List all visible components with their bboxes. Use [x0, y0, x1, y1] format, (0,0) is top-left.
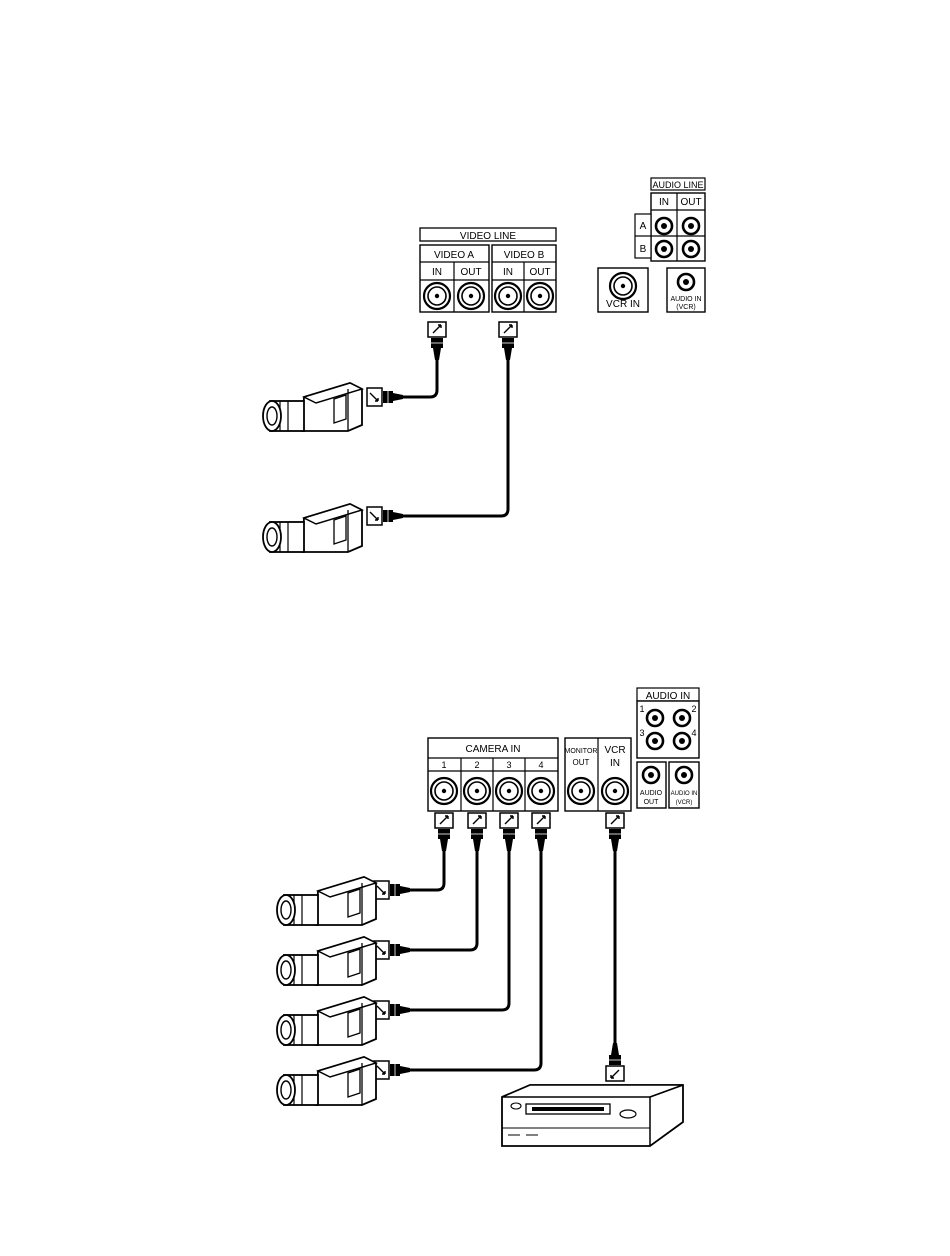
camera-5-plug — [374, 1001, 410, 1019]
video-line-panel: VIDEO LINE VIDEO A VIDEO B IN OUT IN OUT — [420, 228, 556, 312]
audio-in-1-label: 1 — [639, 704, 644, 714]
audio-b-in-jack — [656, 241, 672, 257]
cable-video-a — [403, 360, 437, 397]
audio-in-2-label: 2 — [691, 704, 696, 714]
audio-in-2-jack — [674, 710, 690, 726]
audio-in-4-jack — [674, 733, 690, 749]
video-b-in-jack — [495, 283, 521, 309]
audio-line-title: AUDIO LINE — [652, 180, 703, 190]
vcr-in-plug — [606, 813, 624, 851]
vcr-in-jack — [610, 273, 636, 299]
video-b-label: VIDEO B — [504, 250, 545, 261]
camera-6 — [277, 1057, 376, 1105]
video-b-out-label: OUT — [529, 267, 550, 278]
video-a-out-jack — [458, 283, 484, 309]
video-a-plug — [428, 322, 446, 360]
channel-3-label: 3 — [506, 760, 511, 770]
audio-in-3-label: 3 — [639, 728, 644, 738]
camera-2 — [263, 504, 362, 552]
monitor-out-label-1: MONITOR — [565, 748, 598, 755]
cable-camera-3 — [410, 851, 509, 1010]
vcr-in-label: VCR IN — [606, 299, 640, 310]
audio-line-out-label: OUT — [680, 197, 701, 208]
audio-in-4-label: 4 — [691, 728, 696, 738]
vcr-in-jack-bottom — [602, 778, 628, 804]
audio-in-1-jack — [647, 710, 663, 726]
audio-in-3-jack — [647, 733, 663, 749]
camera-2-plug — [367, 507, 403, 525]
audio-in-vcr-label-bottom-2: (VCR) — [676, 800, 693, 806]
camera-3 — [277, 877, 376, 925]
camera-5 — [277, 997, 376, 1045]
monitor-out-label-2: OUT — [573, 758, 590, 767]
camera-1-plug — [367, 388, 403, 406]
audio-in-vcr-label-1: AUDIO IN — [670, 296, 701, 303]
video-b-plug — [499, 322, 517, 360]
channel-4-label: 4 — [538, 760, 543, 770]
video-b-in-label: IN — [503, 267, 513, 278]
audio-out-jack — [643, 767, 659, 783]
audio-in-vcr-box-bottom: AUDIO IN (VCR) — [669, 762, 699, 808]
monitor-vcr-panel: MONITOR OUT VCR IN — [565, 738, 631, 811]
vcr-device — [502, 1085, 683, 1146]
camera-in-3-jack — [496, 778, 522, 804]
audio-in-vcr-jack — [678, 274, 694, 290]
audio-b-out-jack — [683, 241, 699, 257]
video-line-title: VIDEO LINE — [460, 231, 516, 242]
audio-line-in-label: IN — [659, 197, 669, 208]
vcr-in-box: VCR IN — [598, 268, 648, 312]
audio-in-panel: AUDIO IN 1 2 3 4 — [637, 688, 699, 758]
camera-in-2-plug — [468, 813, 486, 851]
vcr-in-label-1: VCR — [604, 745, 625, 756]
top-diagram: VIDEO LINE VIDEO A VIDEO B IN OUT IN OUT… — [263, 178, 705, 552]
camera-in-4-jack — [528, 778, 554, 804]
camera-4-plug — [374, 941, 410, 959]
vcr-plug — [606, 1043, 624, 1081]
camera-in-3-plug — [500, 813, 518, 851]
camera-4 — [277, 937, 376, 985]
camera-in-1-jack — [431, 778, 457, 804]
audio-line-panel: AUDIO LINE IN OUT A B — [635, 178, 705, 261]
channel-2-label: 2 — [474, 760, 479, 770]
audio-out-label-2: OUT — [644, 799, 660, 806]
audio-out-box: AUDIO OUT — [637, 762, 666, 808]
vcr-in-label-2: IN — [610, 758, 620, 769]
monitor-out-jack — [568, 778, 594, 804]
audio-in-vcr-jack-bottom — [676, 767, 692, 783]
camera-in-4-plug — [532, 813, 550, 851]
video-a-out-label: OUT — [460, 267, 481, 278]
video-a-in-jack — [424, 283, 450, 309]
audio-in-vcr-label-2: (VCR) — [676, 304, 695, 311]
camera-6-plug — [374, 1061, 410, 1079]
camera-in-2-jack — [464, 778, 490, 804]
camera-in-1-plug — [435, 813, 453, 851]
camera-3-plug — [374, 881, 410, 899]
audio-a-out-jack — [683, 218, 699, 234]
audio-row-b-label: B — [640, 244, 647, 255]
camera-1 — [263, 383, 362, 431]
video-a-in-label: IN — [432, 267, 442, 278]
audio-in-vcr-box: AUDIO IN (VCR) — [667, 268, 705, 312]
cable-camera-1 — [410, 851, 444, 890]
camera-in-panel: CAMERA IN 1 2 3 4 — [428, 738, 558, 811]
audio-in-vcr-label-bottom-1: AUDIO IN — [671, 791, 698, 797]
cable-video-b — [403, 360, 508, 516]
audio-out-label-1: AUDIO — [640, 790, 663, 797]
camera-in-title: CAMERA IN — [465, 744, 520, 755]
video-b-out-jack — [527, 283, 553, 309]
video-a-label: VIDEO A — [434, 250, 474, 261]
bottom-diagram: CAMERA IN 1 2 3 4 MONITOR OUT VCR IN AUD… — [277, 688, 699, 1146]
channel-1-label: 1 — [441, 760, 446, 770]
audio-row-a-label: A — [640, 221, 647, 232]
audio-a-in-jack — [656, 218, 672, 234]
